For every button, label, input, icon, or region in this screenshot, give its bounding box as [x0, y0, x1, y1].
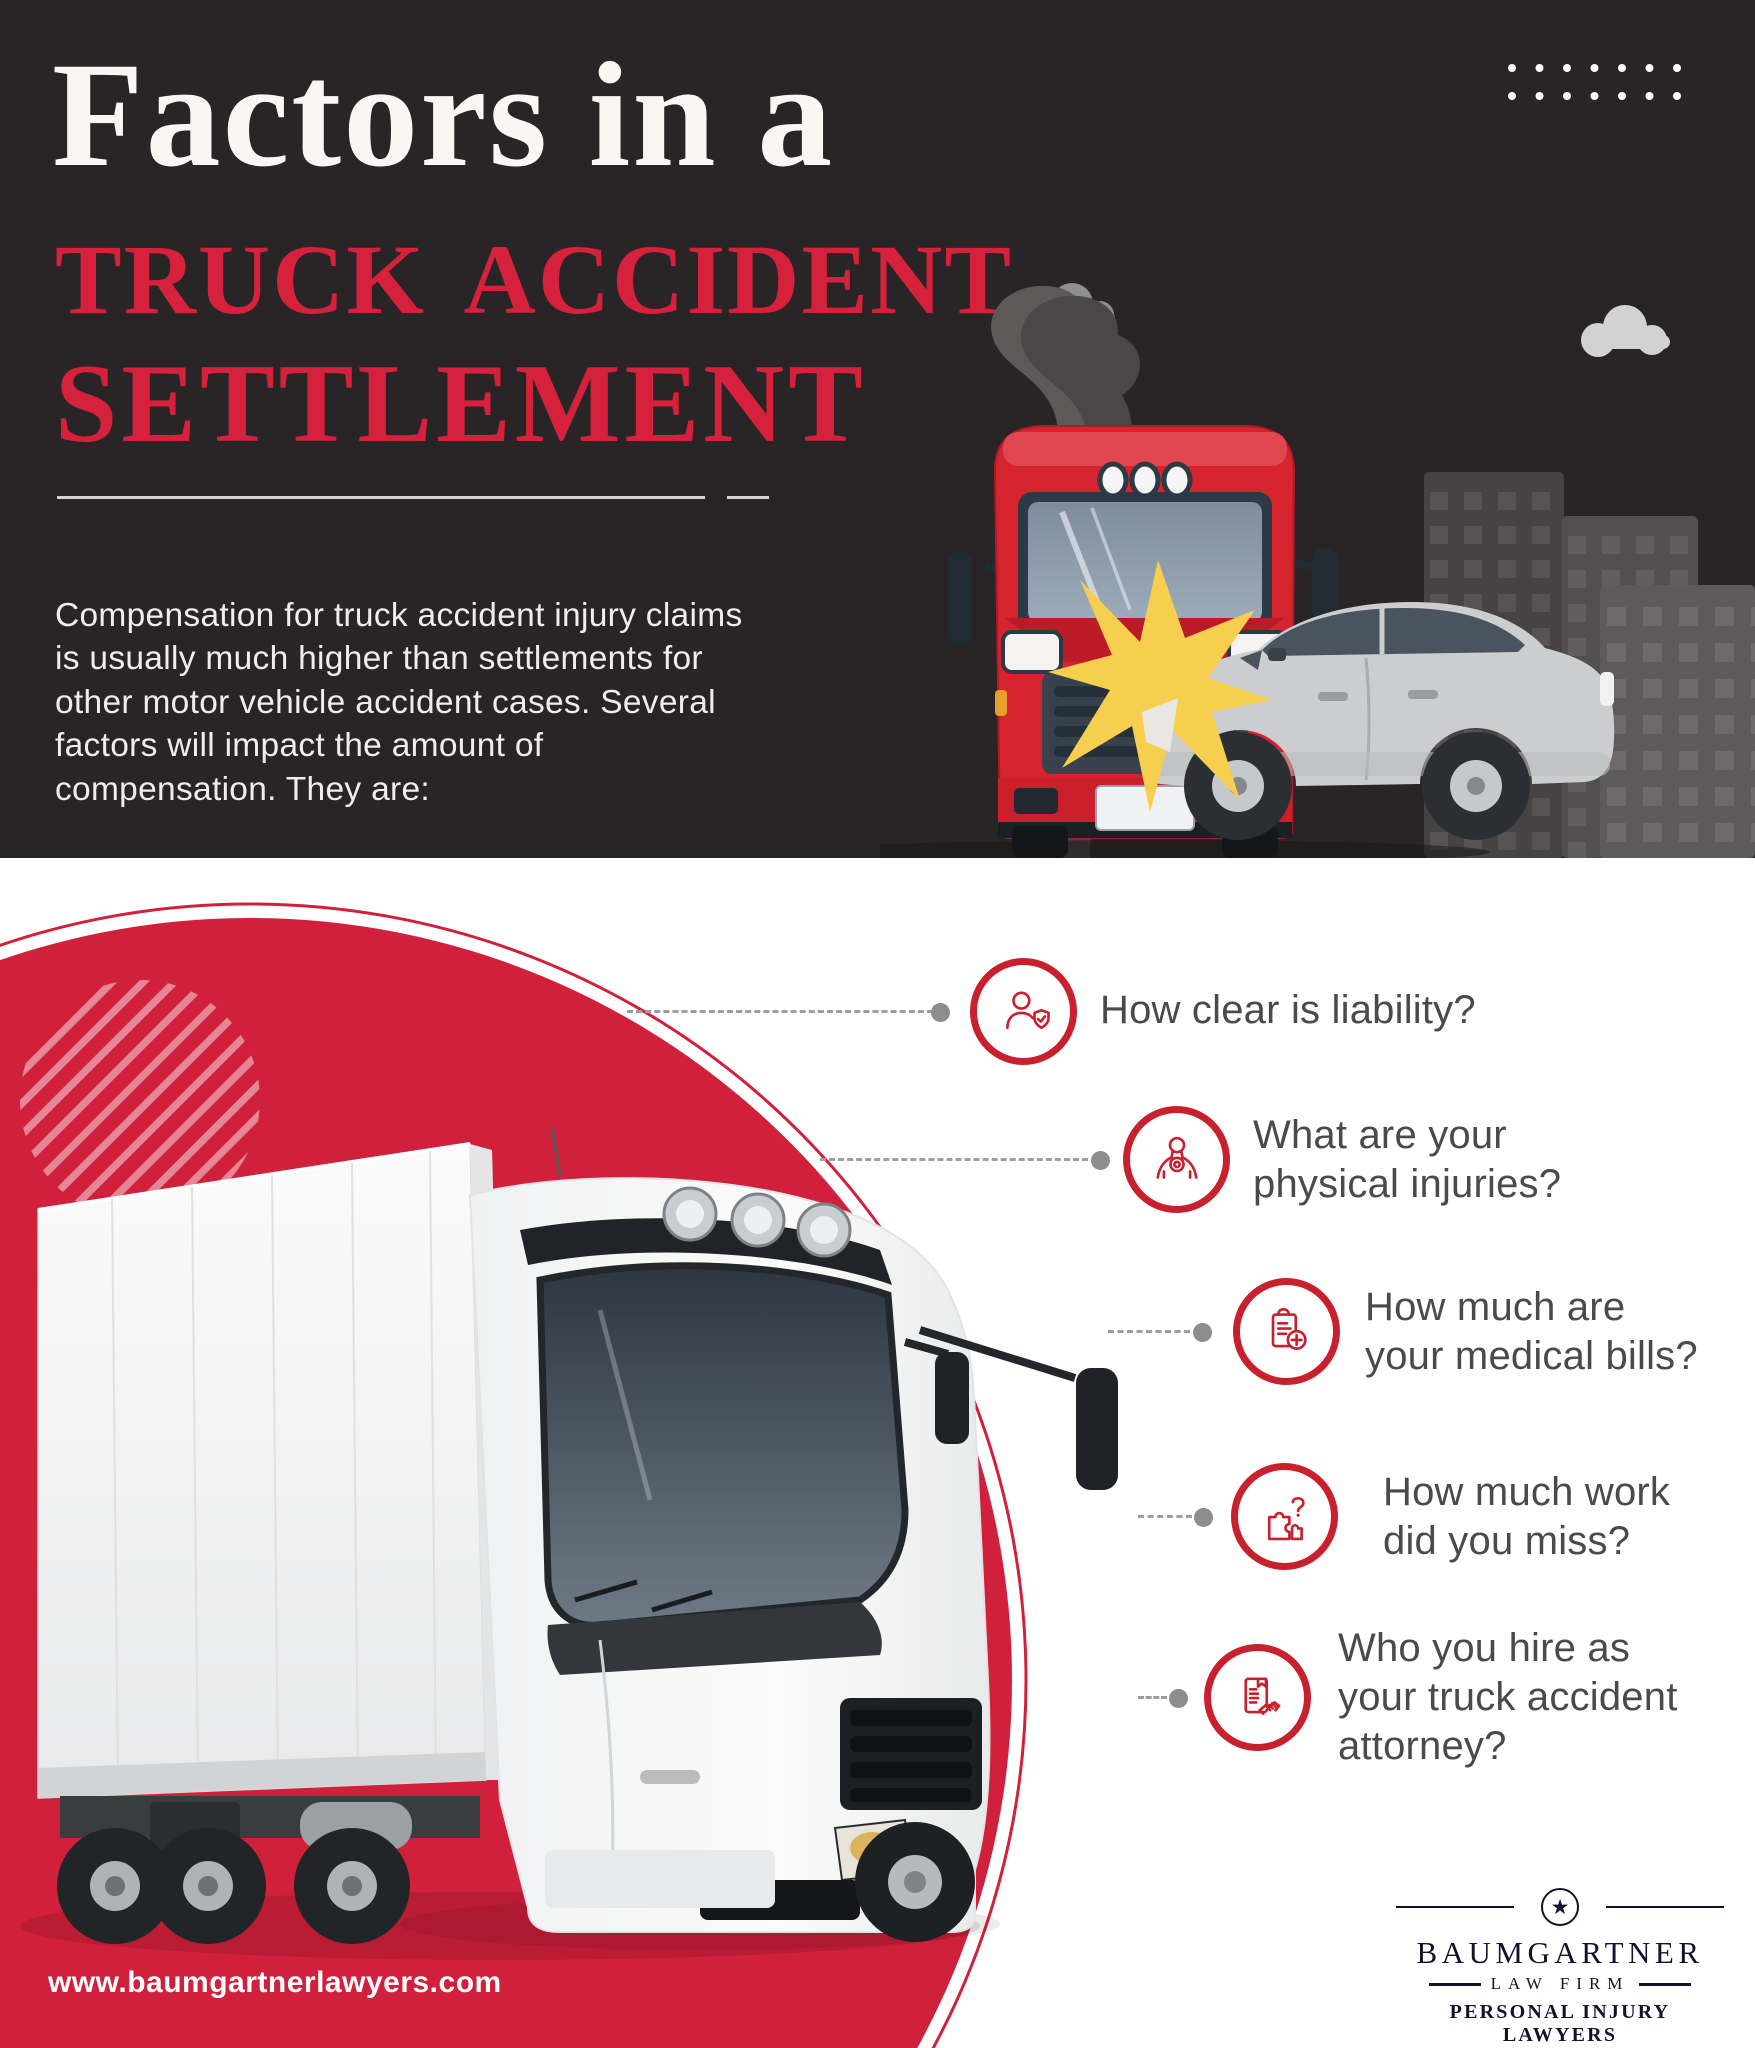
connector-dot [931, 1003, 950, 1022]
factor-line: How much are [1365, 1285, 1626, 1329]
connector-dot [1193, 1323, 1212, 1342]
title-divider-tick [727, 496, 769, 499]
factor-line: did you miss? [1383, 1518, 1631, 1563]
logo-division-row: LAW FIRM [1392, 1974, 1728, 1994]
factor-icon-badge [1233, 1278, 1340, 1385]
factor-line: Who you hire as [1338, 1626, 1631, 1670]
website-link[interactable]: www.baumgartnerlawyers.com [48, 1966, 502, 1999]
factor-line: What are your [1253, 1113, 1507, 1157]
truck-car-crash-illustration [880, 283, 1755, 858]
factor-label: Who you hire as your truck accident atto… [1338, 1624, 1678, 1770]
factor-label: How much are your medical bills? [1365, 1283, 1698, 1381]
intro-paragraph: Compensation for truck accident injury c… [55, 596, 743, 808]
factor-line: How clear is liability? [1100, 988, 1476, 1032]
title-divider [57, 496, 705, 499]
page-title: Factors in a [52, 32, 835, 198]
logo-tagline: PERSONAL INJURY LAWYERS [1449, 2001, 1671, 2046]
attorney-contract-icon [1243, 1676, 1280, 1715]
logo-dash-right [1639, 1982, 1692, 1986]
connector-dash [1108, 1330, 1190, 1333]
stripe-pattern-circle [20, 980, 260, 1220]
connector-dash [1138, 1515, 1192, 1518]
factor-label: What are your physical injuries? [1253, 1111, 1561, 1209]
logo-emblem: ★ [1392, 1888, 1728, 1930]
connector-dash [627, 1010, 933, 1013]
connector-dot [1194, 1508, 1213, 1527]
logo-dash-left [1428, 1982, 1481, 1986]
medical-bill-icon [1271, 1307, 1307, 1350]
injured-person-icon [1155, 1136, 1198, 1179]
factor-line: attorney? [1338, 1723, 1507, 1768]
factor-line: your medical bills? [1365, 1333, 1698, 1378]
factor-label: How clear is liability? [1100, 986, 1476, 1035]
logo-division: LAW FIRM [1490, 1974, 1630, 1993]
factor-line: physical injuries? [1253, 1161, 1562, 1206]
page-title-accent-1: TRUCK ACCIDENT [55, 224, 1014, 335]
law-firm-logo: ★ BAUMGARTNER LAW FIRM PERSONAL INJURY L… [1392, 1888, 1728, 2047]
connector-dash [820, 1158, 1088, 1161]
star-icon: ★ [1541, 1888, 1579, 1926]
crash-starburst-icon [1048, 560, 1272, 812]
factor-icon-badge [1231, 1463, 1338, 1570]
logo-rule-right [1606, 1906, 1724, 1908]
factor-icon-badge [1123, 1106, 1230, 1213]
gray-car-illustration [1141, 602, 1615, 840]
factor-icon-badge [1204, 1644, 1311, 1751]
factor-icon-badge [970, 958, 1077, 1065]
connector-dash [1138, 1696, 1167, 1699]
factor-line: your truck accident [1338, 1674, 1678, 1719]
factor-line: How much work [1383, 1470, 1671, 1514]
dots-pattern [1508, 64, 1681, 100]
connector-dot [1091, 1151, 1110, 1170]
factor-label: How much work did you miss? [1383, 1468, 1670, 1566]
logo-rule-left [1396, 1906, 1514, 1908]
person-shield-icon [1005, 990, 1050, 1029]
cloud-icon [1581, 305, 1670, 357]
connector-dot [1169, 1689, 1188, 1708]
truck-photo [20, 1127, 1118, 1960]
puzzle-question-icon [1267, 1496, 1305, 1540]
page-title-accent-2: SETTLEMENT [55, 342, 867, 466]
header-section: Factors in a TRUCK ACCIDENT SETTLEMENT C… [0, 0, 1755, 858]
logo-firm-name: BAUMGARTNER [1416, 1935, 1704, 1970]
